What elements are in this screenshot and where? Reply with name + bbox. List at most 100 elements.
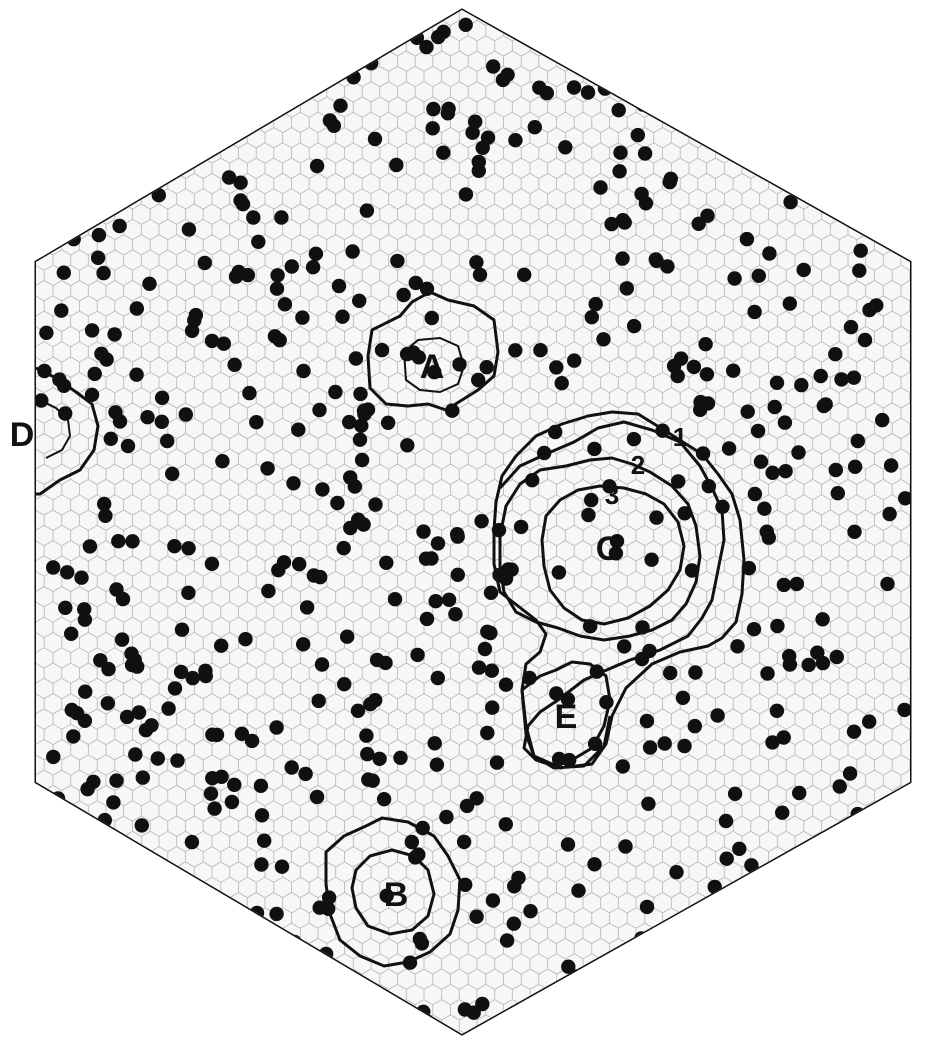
occupied-site bbox=[866, 176, 880, 190]
occupied-site bbox=[255, 808, 269, 822]
occupied-site bbox=[676, 691, 690, 705]
occupied-site bbox=[816, 43, 830, 57]
occupied-site bbox=[198, 256, 212, 270]
occupied-site bbox=[76, 150, 90, 164]
occupied-site bbox=[858, 946, 872, 960]
occupied-site bbox=[698, 337, 712, 351]
occupied-site bbox=[251, 1020, 265, 1034]
occupied-site bbox=[298, 767, 312, 781]
occupied-site bbox=[309, 247, 323, 261]
occupied-site bbox=[469, 910, 483, 924]
occupied-site bbox=[701, 396, 715, 410]
occupied-site bbox=[703, 982, 717, 996]
occupied-site bbox=[366, 774, 380, 788]
occupied-site bbox=[113, 414, 127, 428]
region-a-label: A bbox=[420, 348, 445, 386]
occupied-site bbox=[649, 252, 663, 266]
occupied-site bbox=[718, 1017, 732, 1031]
occupied-site bbox=[170, 753, 184, 767]
occupied-site bbox=[671, 369, 685, 383]
occupied-site bbox=[393, 751, 407, 765]
occupied-site bbox=[710, 708, 724, 722]
occupied-site bbox=[205, 557, 219, 571]
occupied-site bbox=[45, 36, 59, 50]
occupied-site bbox=[111, 534, 125, 548]
occupied-site bbox=[56, 1010, 70, 1024]
occupied-site bbox=[508, 133, 522, 147]
occupied-site bbox=[245, 734, 259, 748]
occupied-site bbox=[760, 666, 774, 680]
occupied-site bbox=[771, 142, 785, 156]
occupied-site bbox=[431, 671, 445, 685]
occupied-site bbox=[615, 251, 629, 265]
occupied-site bbox=[879, 931, 893, 945]
occupied-site bbox=[323, 113, 337, 127]
occupied-site bbox=[643, 740, 657, 754]
occupied-site bbox=[755, 36, 769, 50]
occupied-site bbox=[204, 787, 218, 801]
occupied-site bbox=[246, 210, 260, 224]
occupied-site bbox=[528, 120, 542, 134]
occupied-site bbox=[149, 7, 163, 21]
occupied-site bbox=[847, 725, 861, 739]
occupied-site bbox=[571, 883, 585, 897]
occupied-site bbox=[726, 364, 740, 378]
occupied-site bbox=[726, 113, 740, 127]
occupied-site bbox=[191, 910, 205, 924]
occupied-site bbox=[363, 697, 377, 711]
occupied-site bbox=[80, 782, 94, 796]
occupied-site bbox=[167, 539, 181, 553]
occupied-site bbox=[287, 935, 301, 949]
occupied-site bbox=[291, 423, 305, 437]
occupied-site bbox=[790, 577, 804, 591]
occupied-site bbox=[227, 358, 241, 372]
occupied-site bbox=[458, 1002, 472, 1016]
occupied-site bbox=[670, 54, 684, 68]
occupied-site bbox=[451, 568, 465, 582]
occupied-site bbox=[579, 988, 593, 1002]
occupied-site bbox=[292, 557, 306, 571]
occupied-site bbox=[789, 122, 803, 136]
occupied-site bbox=[196, 923, 210, 937]
occupied-site bbox=[499, 817, 513, 831]
occupied-site bbox=[278, 297, 292, 311]
occupied-site bbox=[128, 747, 142, 761]
occupied-site bbox=[416, 524, 430, 538]
occupied-site bbox=[716, 993, 730, 1007]
occupied-site bbox=[640, 900, 654, 914]
occupied-site bbox=[692, 217, 706, 231]
occupied-site bbox=[616, 759, 630, 773]
occupied-site bbox=[834, 372, 848, 386]
occupied-site bbox=[480, 625, 494, 639]
occupied-site bbox=[161, 701, 175, 715]
occupied-site bbox=[310, 159, 324, 173]
occupied-site bbox=[106, 795, 120, 809]
occupied-site bbox=[144, 718, 158, 732]
occupied-site bbox=[517, 268, 531, 282]
occupied-site bbox=[48, 832, 62, 846]
occupied-site bbox=[770, 376, 784, 390]
occupied-site bbox=[198, 664, 212, 678]
occupied-site bbox=[486, 893, 500, 907]
occupied-site bbox=[355, 453, 369, 467]
occupied-site bbox=[858, 333, 872, 347]
occupied-site bbox=[269, 720, 283, 734]
occupied-site bbox=[57, 266, 71, 280]
occupied-site bbox=[815, 612, 829, 626]
occupied-site bbox=[185, 324, 199, 338]
occupied-site bbox=[99, 56, 113, 70]
occupied-site bbox=[555, 376, 569, 390]
occupied-site bbox=[335, 310, 349, 324]
occupied-site bbox=[848, 935, 862, 949]
occupied-site bbox=[585, 310, 599, 324]
occupied-site bbox=[227, 778, 241, 792]
shell-1-label: 1 bbox=[673, 422, 687, 452]
occupied-site bbox=[199, 34, 213, 48]
occupied-site bbox=[104, 432, 118, 446]
occupied-site bbox=[627, 432, 641, 446]
occupied-site bbox=[847, 525, 861, 539]
occupied-site bbox=[729, 104, 743, 118]
occupied-site bbox=[313, 982, 327, 996]
occupied-site bbox=[91, 251, 105, 265]
occupied-site bbox=[270, 47, 284, 61]
